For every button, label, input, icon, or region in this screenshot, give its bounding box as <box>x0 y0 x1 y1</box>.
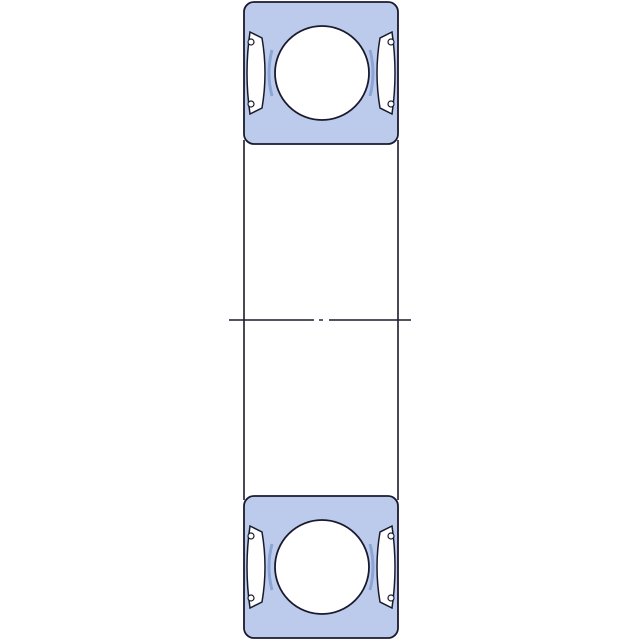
ball-top <box>274 25 370 121</box>
bearing-section-top <box>243 1 399 145</box>
seal-right-bottom <box>368 524 396 610</box>
seal-left-bottom <box>246 524 274 610</box>
ball-bottom <box>274 519 370 615</box>
seal-right <box>368 30 396 116</box>
seal-left <box>246 30 274 116</box>
bearing-section-bottom <box>243 495 399 639</box>
